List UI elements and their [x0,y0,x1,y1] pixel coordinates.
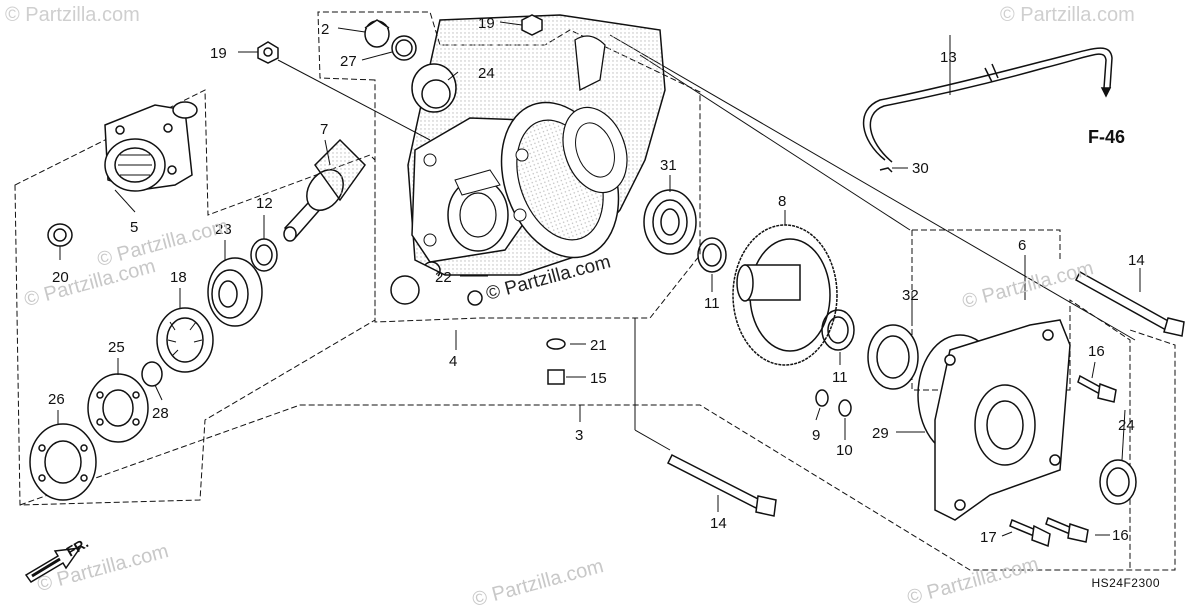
callout-21: 21 [590,337,607,354]
watermark-top-left: © Partzilla.com [5,4,140,26]
part-24-seal-right [1099,459,1137,505]
callout-22: 22 [435,269,452,286]
callout-29: 29 [872,425,889,442]
leader-lines [57,21,1141,537]
callout-32: 32 [902,287,919,304]
callout-4: 4 [449,353,457,370]
part-16-bolt-upper [1077,374,1117,403]
callout-3: 3 [575,427,583,444]
callout-17: 17 [980,529,997,546]
part-18-race [156,307,214,373]
part-16-bolt-lower [1045,516,1089,543]
housing-part [407,14,666,276]
callout-19-top: 19 [478,15,495,32]
part-7-pinion [283,138,366,242]
part-19-nut-top [521,14,543,36]
part-17-bolt [1009,518,1051,548]
part-10-washer [838,399,852,417]
part-11-shim-left [697,237,727,273]
callout-16-upper: 16 [1088,343,1105,360]
part-26-flange [29,423,97,501]
part-21-washer [546,338,566,350]
callout-11-left: 11 [704,295,720,312]
part-27-oring [391,35,417,61]
watermark-top-right: © Partzilla.com [1000,4,1135,26]
callout-7: 7 [320,121,328,138]
callout-28: 28 [152,405,169,422]
part-23-bearing [207,257,263,327]
part-6-cover [934,319,1071,521]
callout-11-right: 11 [832,369,848,386]
callout-5: 5 [130,219,138,236]
callout-25: 25 [108,339,125,356]
callout-12: 12 [256,195,273,212]
part-11-shim-right [821,309,855,351]
callout-13: 13 [940,49,957,66]
part-20-nut [47,223,73,247]
callout-26: 26 [48,391,65,408]
group-box-3 [19,329,1176,571]
callout-15: 15 [590,370,607,387]
reference-f46: F-46 [1088,127,1125,147]
part-19-nut-left [257,41,279,64]
part-13-breather-tube [863,47,1113,173]
part-14-bolt-right [1075,270,1185,337]
part-15-bolt [547,369,565,385]
part-28-ring [141,361,163,387]
part-9-bolt [815,389,829,407]
callout-2: 2 [321,21,329,38]
frame-lines [609,34,1136,341]
callout-19-left: 19 [210,45,227,62]
callout-24-right: 24 [1118,417,1135,434]
callout-31: 31 [660,157,677,174]
part-14-bolt-bottom [666,453,777,517]
callout-27: 27 [340,53,357,70]
callout-6: 6 [1018,237,1026,254]
part-12-ring [250,238,278,272]
part-32-bearing [867,324,919,390]
callout-23: 23 [215,221,232,238]
part-31-bearing [643,189,697,255]
callout-8: 8 [778,193,786,210]
callout-14-right: 14 [1128,252,1145,269]
part-5-joint [104,101,198,192]
callout-16-lower: 16 [1112,527,1129,544]
part-22-pins [390,261,483,306]
callout-24-top: 24 [478,65,495,82]
callout-30: 30 [912,160,929,177]
part-2-plug [364,19,390,48]
callout-10: 10 [836,442,853,459]
callout-20: 20 [52,269,69,286]
callout-14-bottom: 14 [710,515,727,532]
diagram-code: HS24F2300 [1091,576,1160,590]
part-8-ring-gear [732,224,838,366]
part-25-flange [87,373,149,443]
callout-18: 18 [170,269,187,286]
callout-labels: 2 27 24 19 19 13 5 20 7 12 23 18 25 28 2… [48,15,1145,546]
part-24-seal-top [411,63,457,113]
callout-9: 9 [812,427,820,444]
